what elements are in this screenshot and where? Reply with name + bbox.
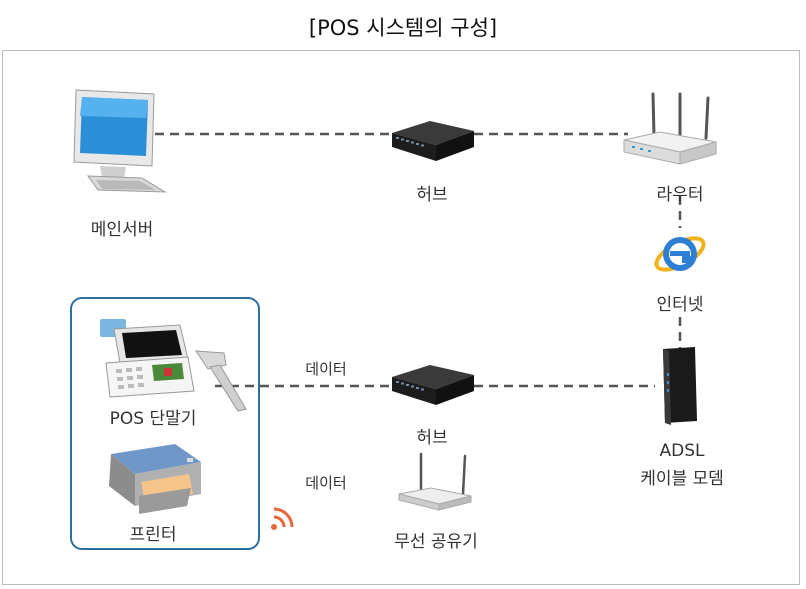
router-label: 라우터 — [656, 185, 704, 205]
pos-terminal-icon — [100, 319, 247, 412]
diagram-frame — [2, 50, 800, 585]
router-icon — [623, 92, 717, 165]
wireless-ap-label: 무선 공유기 — [394, 532, 478, 552]
pos-group-box — [70, 297, 260, 550]
internet-label: 인터넷 — [656, 295, 704, 315]
adsl-label-line2: 케이블 모뎀 — [640, 469, 724, 489]
pos-terminal-label: POS 단말기 — [109, 409, 197, 429]
data-wireless-label: 데이터 — [305, 474, 347, 492]
adsl-modem-icon — [663, 347, 697, 425]
wifi-signal-icon — [271, 507, 294, 530]
adsl-label-line1: ADSL — [659, 441, 705, 461]
data-link-label: 데이터 — [305, 360, 347, 378]
hub-icon — [392, 121, 474, 161]
internet-explorer-icon — [654, 236, 706, 272]
hub-bottom-label: 허브 — [416, 428, 448, 448]
diagram-title: [POS 시스템의 구성] — [308, 16, 498, 40]
printer-icon — [109, 444, 201, 514]
computer-icon — [73, 89, 167, 193]
hub-icon — [392, 365, 474, 405]
printer-label: 프린터 — [129, 525, 177, 545]
hub-top-label: 허브 — [416, 185, 448, 205]
main-server-label: 메인서버 — [90, 220, 154, 240]
wireless-router-icon — [398, 452, 472, 511]
